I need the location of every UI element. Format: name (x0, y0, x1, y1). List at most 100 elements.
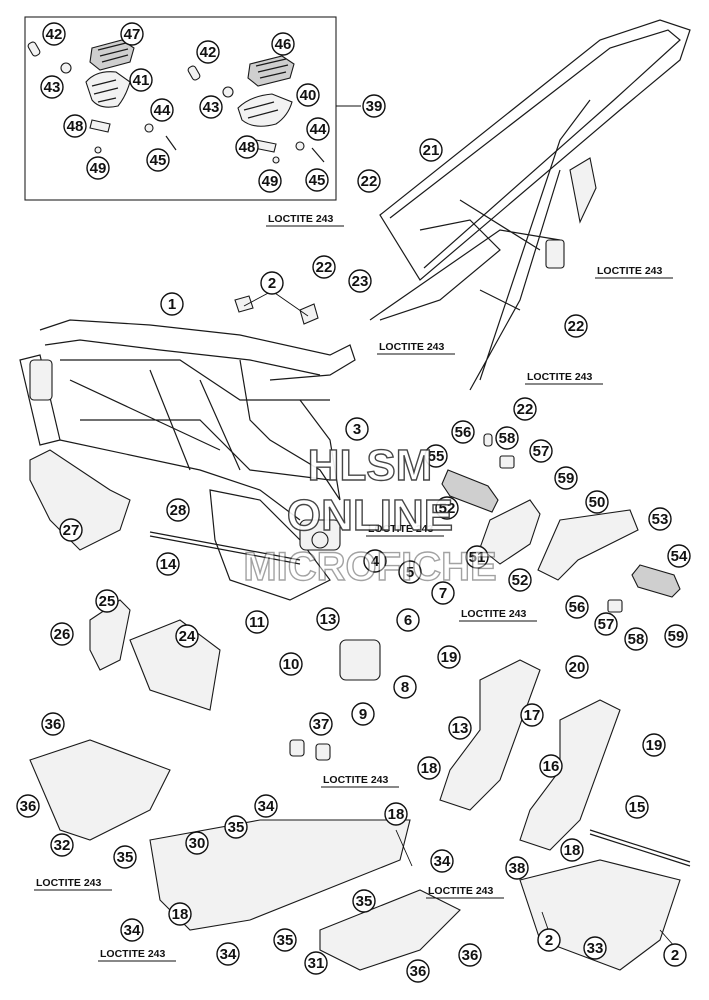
callout-c2b: 2 (537, 928, 561, 952)
watermark-line: ONLINE (287, 491, 453, 540)
callout-c54: 54 (667, 544, 691, 568)
callout-label: 41 (133, 72, 150, 89)
callout-label: 11 (249, 614, 265, 631)
callout-label: 16 (543, 758, 560, 775)
callout-label: 56 (569, 599, 586, 616)
callout-c58b: 58 (624, 627, 648, 651)
left-side-parts (29, 449, 381, 761)
callout-label: 45 (309, 172, 326, 189)
callout-label: 22 (361, 173, 378, 190)
callout-c13a: 13 (316, 607, 340, 631)
callout-c2c: 2 (663, 943, 687, 967)
callout-label: 52 (439, 500, 456, 517)
callout-label: 35 (117, 849, 134, 866)
callout-c18b: 18 (384, 802, 408, 826)
callout-label: 20 (569, 659, 586, 676)
callout-label: 9 (359, 706, 367, 723)
callout-c8: 8 (393, 675, 417, 699)
callout-label: 25 (99, 593, 116, 610)
footpeg-bracket-assembly (441, 433, 681, 613)
callout-label: 36 (20, 798, 37, 815)
callout-label: 4 (371, 553, 380, 570)
callout-label: 58 (628, 631, 645, 648)
callout-c23: 23 (348, 269, 372, 293)
callout-label: 5 (406, 564, 414, 581)
callout-c20: 20 (565, 655, 589, 679)
callout-c33: 33 (583, 936, 607, 960)
callout-label: 22 (517, 401, 534, 418)
callout-label: 31 (308, 955, 325, 972)
callout-label: 35 (356, 893, 373, 910)
callout-c18a: 18 (417, 756, 441, 780)
callout-c13b: 13 (448, 716, 472, 740)
loctite-note-n6: LOCTITE 243 (461, 608, 527, 620)
callout-label: 48 (239, 139, 256, 156)
callout-label: 30 (189, 835, 206, 852)
callout-label: 59 (558, 470, 575, 487)
callout-c36b: 36 (16, 794, 40, 818)
callout-label: 55 (428, 448, 445, 465)
callout-c2a: 2 (260, 271, 284, 295)
callout-label: 18 (564, 842, 581, 859)
callout-label: 10 (283, 656, 300, 673)
callout-c32: 32 (50, 833, 74, 857)
watermark-line: HLSM (308, 441, 433, 490)
callout-c59a: 59 (554, 466, 578, 490)
callout-label: 34 (124, 922, 141, 939)
callout-label: 13 (452, 720, 469, 737)
callout-c15: 15 (625, 795, 649, 819)
callout-label: 36 (45, 716, 62, 733)
callout-label: 46 (275, 36, 292, 53)
callout-c3: 3 (345, 417, 369, 441)
callout-label: 18 (388, 806, 405, 823)
lower-brackets (439, 659, 691, 867)
loctite-note-n9: LOCTITE 243 (36, 877, 102, 889)
callout-label: 56 (455, 424, 472, 441)
loctite-note-n3: LOCTITE 243 (597, 265, 663, 277)
callout-label: 14 (160, 556, 177, 573)
loctite-note-n4: LOCTITE 243 (527, 371, 593, 383)
callout-c52b: 52 (508, 568, 532, 592)
callout-label: 26 (54, 626, 71, 643)
callout-label: 33 (587, 940, 604, 957)
callout-c24: 24 (175, 624, 199, 648)
callout-c30: 30 (185, 831, 209, 855)
main-frame (19, 295, 356, 601)
callout-c21: 21 (419, 138, 443, 162)
loctite-note-n1: LOCTITE 243 (268, 213, 334, 225)
callout-c16: 16 (539, 754, 563, 778)
callout-c18d: 18 (168, 902, 192, 926)
callout-label: 3 (353, 421, 361, 438)
callout-label: 44 (310, 121, 327, 138)
callout-c39: 39 (362, 94, 386, 118)
callout-label: 21 (423, 142, 440, 159)
callout-label: 23 (352, 273, 369, 290)
callout-c42b: 42 (196, 40, 220, 64)
callout-label: 45 (150, 152, 167, 169)
callout-label: 2 (545, 932, 553, 949)
callout-label: 51 (469, 549, 486, 566)
callout-label: 35 (228, 819, 245, 836)
callout-label: 57 (598, 616, 615, 633)
callout-c53: 53 (648, 507, 672, 531)
callout-label: 34 (258, 798, 275, 815)
callout-c49b: 49 (258, 169, 282, 193)
callout-c42a: 42 (42, 22, 66, 46)
callout-label: 44 (154, 102, 171, 119)
callout-label: 58 (499, 430, 516, 447)
callout-c19b: 19 (642, 733, 666, 757)
callout-c34b: 34 (430, 849, 454, 873)
callout-label: 6 (404, 612, 412, 629)
callout-c57a: 57 (529, 439, 553, 463)
callout-label: 42 (46, 26, 63, 43)
callout-c26: 26 (50, 622, 74, 646)
callout-c36c: 36 (458, 943, 482, 967)
callout-label: 13 (320, 611, 337, 628)
callout-c17: 17 (520, 703, 544, 727)
callout-label: 43 (44, 79, 61, 96)
footrest-kit-box (24, 16, 337, 201)
callout-c18c: 18 (560, 838, 584, 862)
callout-c22d: 22 (513, 397, 537, 421)
